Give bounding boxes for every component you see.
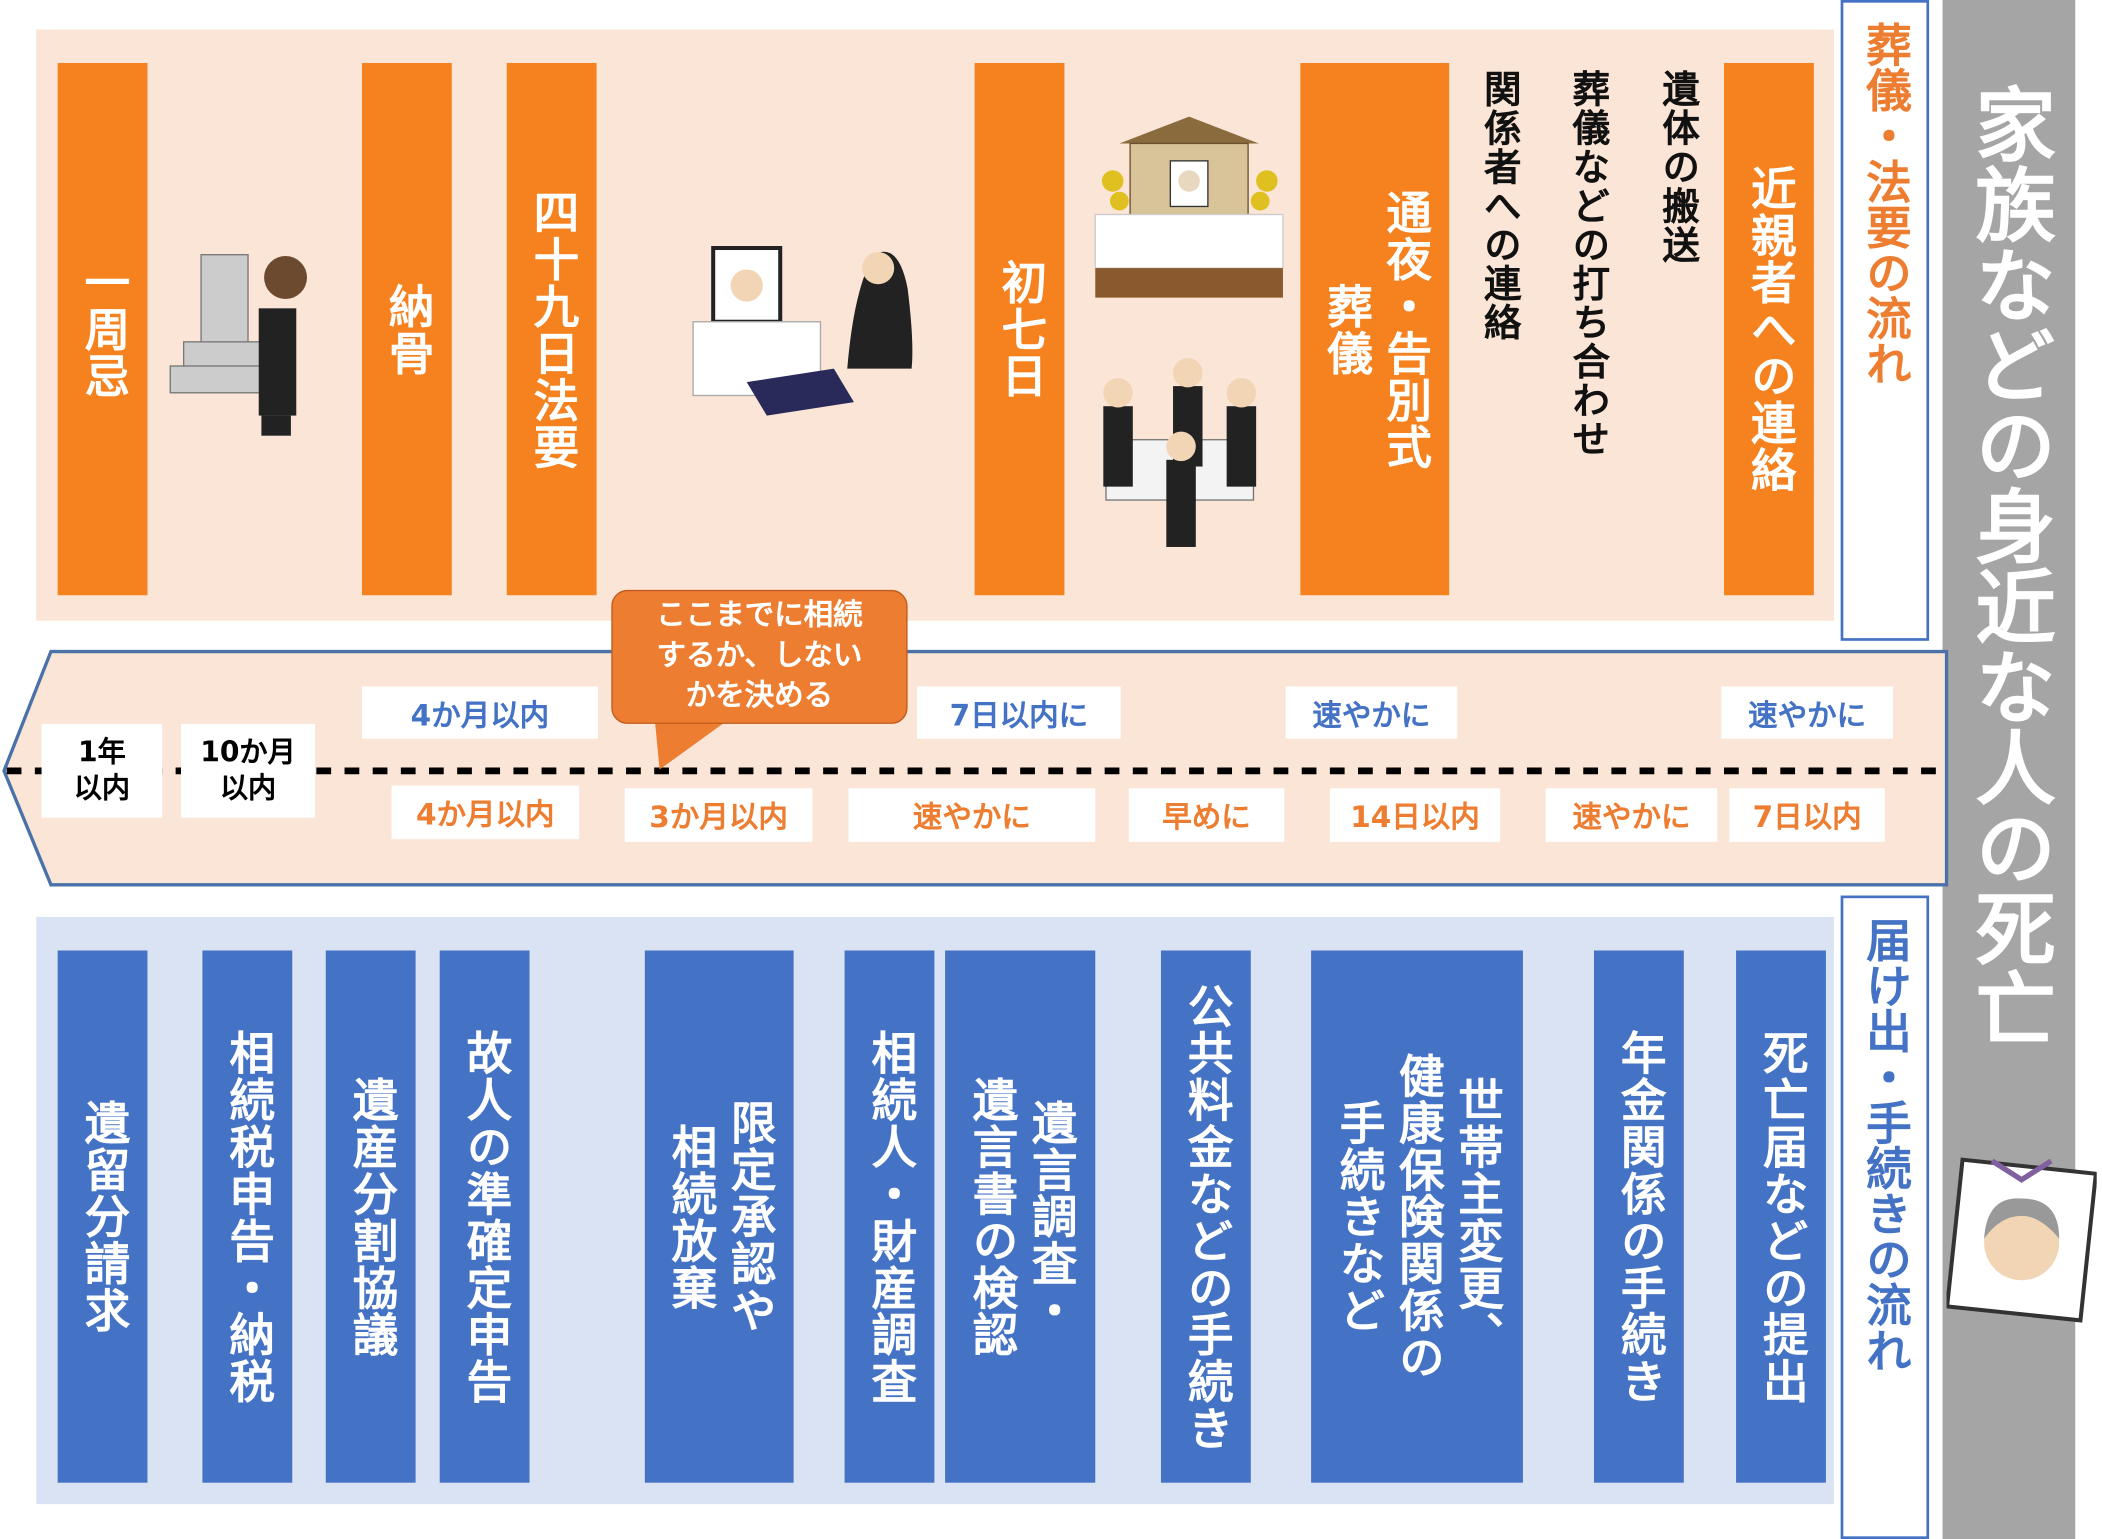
line: 遺産分割協議: [343, 1075, 398, 1358]
step-label: 遺言調査・遺言書の検認: [961, 1076, 1079, 1358]
step-setainushi: 世帯主変更、健康保険関係の手続きなど: [1311, 950, 1523, 1483]
line: 限定承認や: [722, 1099, 776, 1334]
grave-visit-illustration: [169, 254, 307, 436]
step-shonanoka: 初七日: [974, 63, 1065, 596]
line: 以内: [219, 772, 277, 805]
line: ここまでに相続: [656, 599, 863, 633]
deadline-junkakutei: 4か月以内: [391, 785, 580, 840]
step-label: 年金関係の手続き: [1609, 1029, 1668, 1404]
label-text: 葬儀・法要の流れ: [1857, 21, 1912, 387]
line: 公共料金などの手続き: [1179, 981, 1233, 1452]
line: 手続きなど: [1331, 1099, 1385, 1334]
procedure-panel: [36, 916, 1834, 1505]
line: 故人の準確定申告: [457, 1028, 512, 1405]
step-igon: 遺言調査・遺言書の検認: [945, 950, 1096, 1483]
callout-tail: [654, 713, 738, 770]
line: 健康保険関係の: [1390, 1052, 1444, 1381]
line: 相続税申告・納税: [220, 1028, 275, 1405]
deadline-10months: 10か月以内: [180, 723, 316, 818]
inheritance-decision-callout: ここまでに相続 するか、しない かを決める: [611, 589, 908, 724]
step-label: 納骨: [380, 282, 434, 377]
step-label: 相続税申告・納税: [218, 1029, 277, 1404]
deadline-kinshin: 速やかに: [1721, 686, 1893, 739]
step-nokotsu: 納骨: [361, 63, 452, 596]
label-text: 届け出・手続きの流れ: [1857, 916, 1912, 1373]
step-label: 故人の準確定申告: [455, 1029, 514, 1404]
step-label: 死亡届などの提出: [1751, 1029, 1810, 1404]
step-bunkatsu: 遺産分割協議: [325, 950, 416, 1483]
line: 年金関係の手続き: [1612, 1028, 1666, 1405]
funeral-altar-illustration: [1094, 116, 1284, 298]
deadline-shibotodoke: 7日以内: [1729, 788, 1885, 842]
line: 遺言調査・: [1023, 1099, 1077, 1334]
step-sogi-uchiawase: 葬儀などの打ち合わせ: [1567, 69, 1612, 459]
step-kokyoryokin: 公共料金などの手続き: [1160, 950, 1251, 1483]
step-junkakutei: 故人の準確定申告: [439, 950, 530, 1483]
step-souzokunin: 相続人・財産調査: [844, 950, 935, 1483]
line: 相続人・財産調査: [862, 1028, 917, 1405]
deadline-shijukunichi: 4か月以内: [361, 686, 598, 739]
page-title: 家族などの身近な人の死亡: [1961, 83, 2056, 1049]
line: 以内: [73, 772, 131, 805]
step-hoki: 限定承認や相続放棄: [644, 950, 794, 1483]
step-tsuya-sogi: 通夜・告別式葬儀: [1300, 63, 1450, 596]
step-label: 限定承認や相続放棄: [660, 1099, 778, 1334]
line: 葬儀: [1318, 282, 1373, 377]
deadline-setainushi: 14日以内: [1329, 788, 1501, 842]
line: 10か月: [200, 735, 296, 768]
step-souzokuzei: 相続税申告・納税: [202, 950, 293, 1483]
step-label: 通夜・告別式葬儀: [1316, 188, 1434, 470]
step-iryubun: 遺留分請求: [57, 950, 148, 1483]
step-nenkin: 年金関係の手続き: [1593, 950, 1684, 1483]
step-label: 遺留分請求: [73, 1099, 132, 1334]
line: かを決める: [685, 679, 834, 714]
step-label: 初七日: [992, 258, 1047, 400]
line: 遺留分請求: [75, 1099, 130, 1334]
memorial-altar-illustration: [692, 246, 913, 416]
line: するか、しない: [656, 639, 863, 673]
step-label: 近親者への連絡: [1742, 164, 1796, 494]
deadline-kokyoryokin: 早めに: [1128, 788, 1285, 842]
funeral-flow-label: 葬儀・法要の流れ: [1840, 0, 1930, 641]
deadline-shonanoka: 7日以内に: [916, 686, 1121, 739]
deadline-sogi: 速やかに: [1285, 686, 1458, 739]
step-shijukunichi: 四十九日法要: [506, 63, 597, 596]
line: 相続放棄: [662, 1122, 717, 1311]
step-isshuki: 一周忌: [57, 63, 148, 596]
step-kinshin-renraku: 近親者への連絡: [1724, 63, 1814, 596]
procedure-flow-label: 届け出・手続きの流れ: [1840, 895, 1930, 1539]
step-itai-hanso: 遺体の搬送: [1656, 69, 1702, 265]
funeral-panel: [36, 29, 1834, 621]
step-label: 遺産分割協議: [341, 1076, 400, 1358]
line: 1年: [78, 735, 126, 768]
line: 死亡届などの提出: [1754, 1028, 1808, 1405]
step-shibotodoke: 死亡届などの提出: [1736, 950, 1826, 1483]
deadline-hoki: 3か月以内: [624, 788, 813, 842]
step-label: 世帯主変更、健康保険関係の手続きなど: [1328, 1052, 1506, 1380]
step-label: 四十九日法要: [524, 188, 579, 470]
pallbearers-illustration: [1103, 357, 1257, 547]
step-label: 一周忌: [75, 258, 130, 400]
step-label: 相続人・財産調査: [860, 1029, 919, 1404]
portrait-frame-icon: [1946, 1157, 2097, 1323]
deadline-nenkin: 速やかに: [1545, 788, 1718, 842]
deadline-igon: 速やかに: [848, 788, 1096, 842]
line: 通夜・告別式: [1377, 188, 1432, 470]
step-label: 公共料金などの手続き: [1176, 982, 1235, 1451]
line: 遺言書の検認: [963, 1075, 1018, 1358]
deadline-1year: 1年以内: [41, 723, 163, 818]
step-kankeisha-renraku: 関係者への連絡: [1478, 69, 1523, 342]
line: 世帯主変更、: [1449, 1075, 1504, 1358]
